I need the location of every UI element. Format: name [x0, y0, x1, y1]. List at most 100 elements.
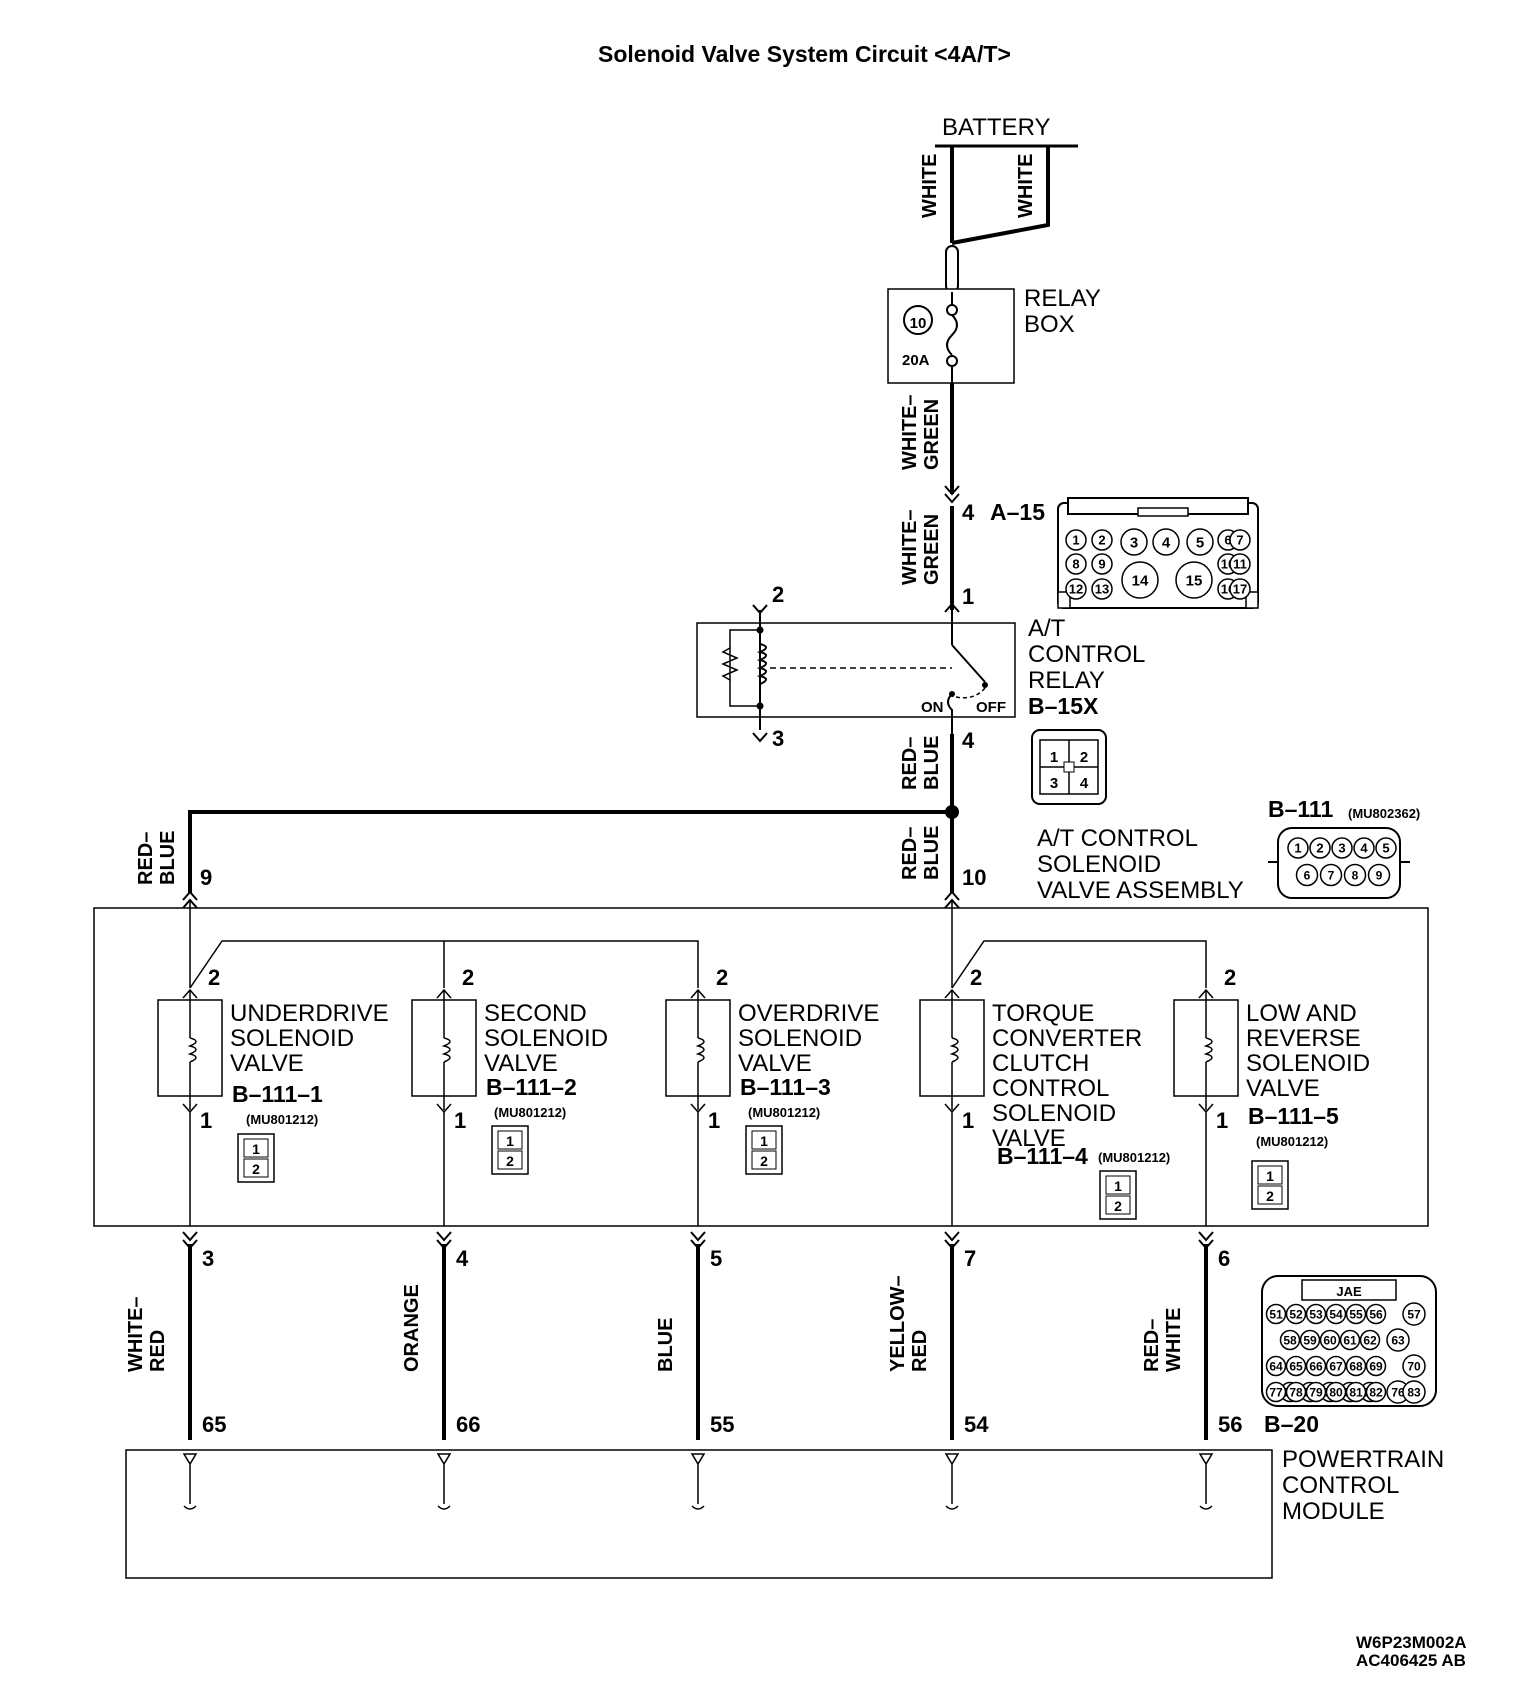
b20-pin-68-label: 68: [1349, 1359, 1363, 1373]
valve-connector-label: B–111–2: [486, 1074, 577, 1100]
relay-box-label-1: RELAY: [1024, 285, 1101, 312]
pcm-pin: 65: [202, 1412, 226, 1437]
valve-name-line: VALVE: [738, 1050, 812, 1077]
battery-wire-right: [951, 146, 1050, 245]
pcm-pin: 54: [964, 1412, 989, 1437]
pcm-terminal-icon: [436, 1453, 452, 1510]
b111-pin-7: [1319, 863, 1343, 887]
valve-connector-pin-2: 2: [252, 1161, 260, 1177]
b111-pin-4: [1353, 837, 1375, 859]
valve-connector-label: B–111–4: [997, 1143, 1088, 1169]
a15-pin-5-label: 5: [1196, 534, 1204, 551]
feed-right-color-1: RED–: [899, 827, 921, 880]
pcm-label-1: POWERTRAIN: [1282, 1446, 1444, 1473]
a15-pin-12: [1065, 578, 1087, 600]
a15-pin-14: [1121, 561, 1159, 599]
valve-part-number: (MU801212): [494, 1105, 566, 1120]
footer-code-1: W6P23M002A: [1356, 1633, 1467, 1652]
b20-pin-58-label: 58: [1283, 1333, 1297, 1347]
pcm-terminal-icon: [182, 1453, 198, 1510]
valve-name-line: REVERSE: [1246, 1025, 1361, 1052]
b111-pin-2-label: 2: [1316, 841, 1323, 856]
valve-connector-pin-2: 2: [1114, 1198, 1122, 1214]
a15-label: A–15: [990, 499, 1045, 525]
valve-bus-left: [189, 940, 699, 989]
diagram-title: Solenoid Valve System Circuit <4A/T>: [598, 41, 1011, 67]
a15-pin-12-label: 12: [1069, 582, 1083, 597]
battery-label: BATTERY: [942, 114, 1050, 141]
wire-splice-to-left-feed: [188, 810, 952, 893]
b111-pin-6-label: 6: [1304, 868, 1311, 882]
valve-name-line: CONTROL: [992, 1075, 1109, 1102]
valve-connector-pin-2: 2: [1266, 1188, 1274, 1204]
b20-pin-61: [1339, 1329, 1361, 1351]
b20-pin-60-label: 60: [1323, 1333, 1337, 1347]
battery-wire-right-color: WHITE: [1015, 154, 1037, 218]
feed-right-pin: 10: [962, 865, 986, 890]
b20-pin-65-label: 65: [1289, 1359, 1303, 1373]
pcm-terminal-icon: [690, 1453, 706, 1510]
valve-name-line: SOLENOID: [230, 1025, 354, 1052]
a15-pin-14-label: 14: [1132, 572, 1149, 589]
b20-pin-81-label: 81: [1349, 1385, 1363, 1399]
assembly-part-number: (MU802362): [1348, 806, 1420, 821]
fuse-number: 10: [910, 315, 927, 332]
b20-pin-70-label: 70: [1407, 1359, 1421, 1373]
relay-state-on: ON: [921, 699, 944, 716]
b20-pin-57-label: 57: [1407, 1307, 1421, 1321]
valve-wire-color-1: WHITE–: [125, 1296, 147, 1372]
b20-pin-77-label: 77: [1269, 1385, 1283, 1399]
b20-pin-63-label: 63: [1391, 1333, 1405, 1347]
b20-pin-64: [1265, 1355, 1287, 1377]
valve-part-number: (MU801212): [1098, 1150, 1170, 1165]
a15-pin-4-label: 4: [1162, 534, 1171, 551]
b111-pin-3-label: 3: [1338, 841, 1345, 856]
wire-a15-color-1: WHITE–: [899, 509, 921, 585]
valve-wire-color-2: RED: [909, 1330, 931, 1372]
b20-pin-59-label: 59: [1303, 1333, 1317, 1347]
a15-pin-13: [1091, 578, 1113, 600]
fusible-link: [945, 245, 959, 293]
b111-pin-1-label: 1: [1294, 841, 1301, 856]
b15x-pin-3: 3: [1050, 775, 1058, 792]
valve-name-line: SOLENOID: [1246, 1050, 1370, 1077]
valve-pin-top: 2: [462, 965, 474, 990]
valve-wire-color-1: ORANGE: [401, 1284, 423, 1372]
valve-name-line: VALVE: [992, 1125, 1066, 1152]
feed-left-pin: 9: [200, 865, 212, 890]
relay-contact-arm: [951, 644, 986, 683]
valve-connector-label: B–111–3: [740, 1074, 831, 1100]
b111-pin-1: [1287, 837, 1309, 859]
valve-connector-pin-2: 2: [760, 1153, 768, 1169]
valve-name-line: SOLENOID: [992, 1100, 1116, 1127]
a15-pin-17-label: 17: [1233, 582, 1247, 597]
b20-pin-61-label: 61: [1343, 1333, 1357, 1347]
b20-pin-64-label: 64: [1269, 1359, 1283, 1373]
valve-name-line: VALVE: [1246, 1075, 1320, 1102]
b20-pin-56-label: 56: [1369, 1307, 1383, 1321]
a15-pin-9: [1091, 553, 1113, 575]
assembly-label-1: A/T CONTROL: [1037, 825, 1198, 852]
wire-relay-out-color-1: RED–: [899, 737, 921, 790]
valve-coil-icon: [441, 1037, 451, 1063]
valve-connector-pin-1: 1: [252, 1141, 260, 1157]
b20-pin-62-label: 62: [1363, 1333, 1377, 1347]
relay-resistor-icon: [721, 647, 739, 681]
fuse-terminal-top: [946, 304, 958, 316]
feed-left-color-2: BLUE: [157, 831, 179, 885]
wire-relaybox-color-2: GREEN: [921, 399, 943, 470]
valve-coil-icon: [1203, 1037, 1213, 1063]
valve-name-line: OVERDRIVE: [738, 1000, 879, 1027]
b20-pin-52: [1285, 1303, 1307, 1325]
valve-coil-icon: [187, 1037, 197, 1063]
b20-pin-79-label: 79: [1309, 1385, 1323, 1399]
b15x-pin-2: 2: [1080, 749, 1088, 766]
valve-pin-top: 2: [716, 965, 728, 990]
footer-code-2: AC406425 AB: [1356, 1651, 1466, 1670]
b20-pin-60: [1319, 1329, 1341, 1351]
fuse-icon: [946, 314, 958, 356]
valve-connector-pin-1: 1: [1114, 1178, 1122, 1194]
valve-bus-right: [951, 940, 1207, 989]
